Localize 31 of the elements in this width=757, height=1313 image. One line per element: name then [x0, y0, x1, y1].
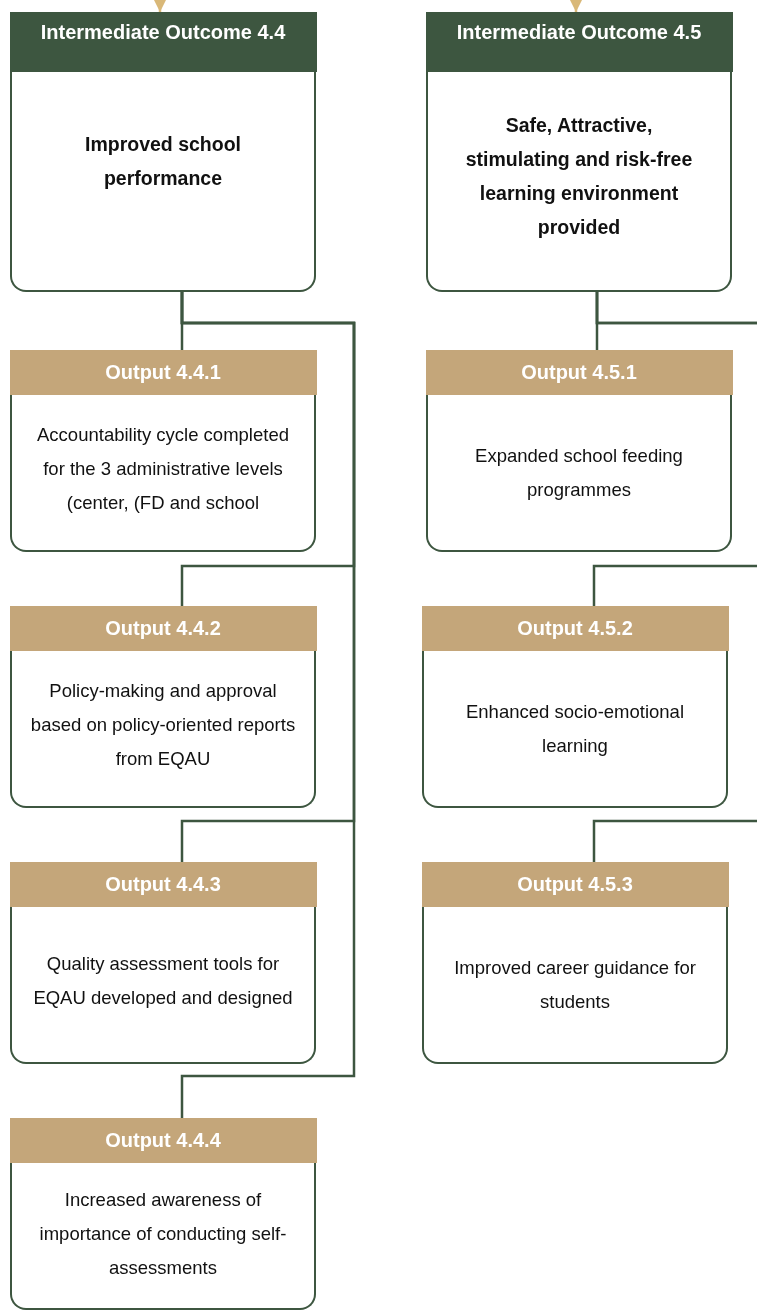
output-description: Improved career guidance for students [453, 955, 697, 1014]
outcome-statement: Improved school performance [84, 132, 242, 191]
output-description: Accountability cycle completed for the 3 administrative levels (center, (FD and school [36, 422, 290, 515]
output-card [422, 606, 728, 808]
output-card [10, 606, 316, 808]
output-description: Policy-making and approval based on policy-oriented reports from EQAU [30, 678, 296, 771]
connector-line [153, 0, 167, 12]
output-description: Increased awareness of importance of conducting self-assessments [38, 1187, 288, 1280]
output-card [426, 350, 732, 552]
output-header: Output 4.4.4 [9, 1118, 317, 1163]
outcome-header: Intermediate Outcome 4.5 [425, 12, 733, 72]
connector-line [569, 0, 583, 12]
output-header: Output 4.5.3 [421, 862, 729, 907]
output-description: Enhanced socio-emotional learning [465, 699, 685, 758]
outcome-header: Intermediate Outcome 4.4 [9, 12, 317, 72]
output-card [10, 1118, 316, 1310]
connector-line [592, 292, 757, 862]
outcome-card [426, 12, 732, 292]
output-card [10, 862, 316, 1064]
output-card [10, 350, 316, 552]
output-header: Output 4.5.2 [421, 606, 729, 651]
output-card [422, 862, 728, 1064]
outcome-card [10, 12, 316, 292]
connector-line [180, 292, 356, 1118]
output-description: Expanded school feeding programmes [474, 443, 684, 502]
output-header: Output 4.4.2 [9, 606, 317, 651]
output-header: Output 4.4.1 [9, 350, 317, 395]
output-header: Output 4.4.3 [9, 862, 317, 907]
output-description: Quality assessment tools for EQAU developed and designed [32, 951, 294, 1010]
output-header: Output 4.5.1 [425, 350, 733, 395]
outcome-statement: Safe, Attractive, stimulating and risk-free learning environment provided [464, 113, 694, 240]
